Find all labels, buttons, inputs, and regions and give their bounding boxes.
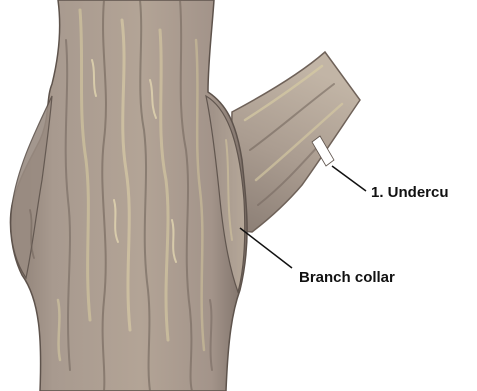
undercut-leader-line bbox=[332, 166, 366, 191]
undercut-label: 1. Undercu bbox=[371, 185, 449, 200]
branch-collar-label: Branch collar bbox=[299, 270, 395, 285]
branch bbox=[230, 52, 360, 232]
branch-collar-leader-line bbox=[240, 228, 292, 268]
